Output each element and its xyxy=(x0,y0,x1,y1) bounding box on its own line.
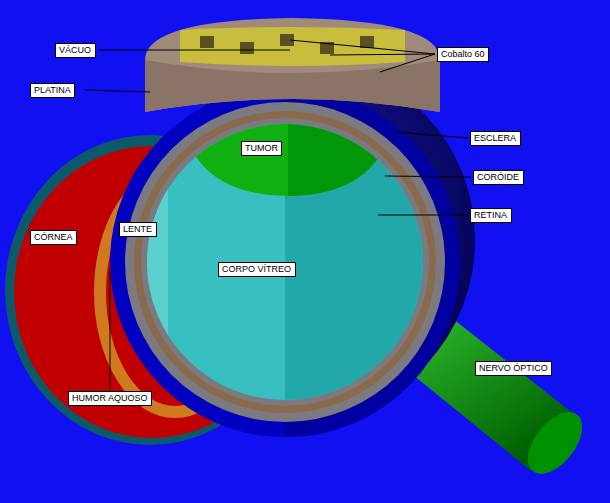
part-label: NERVO ÓPTICO xyxy=(475,361,552,376)
part-label: RETINA xyxy=(470,208,512,223)
cobalt-band xyxy=(180,27,405,66)
plaque-side xyxy=(145,60,440,112)
nerve-end xyxy=(517,402,593,483)
label-text: ESCLERA xyxy=(474,133,516,144)
part-label: HUMOR AQUOSO xyxy=(68,391,152,406)
tumor-shade xyxy=(288,110,395,196)
label-text: HUMOR AQUOSO xyxy=(72,393,148,404)
label-text: CORÓIDE xyxy=(477,172,519,183)
label-text: NERVO ÓPTICO xyxy=(479,363,548,374)
plaque xyxy=(145,18,440,112)
lens xyxy=(140,100,168,420)
vitreous-shade xyxy=(285,100,445,420)
label-text: LENTE xyxy=(123,224,152,235)
label-text: PLATINA xyxy=(34,85,71,96)
label-text: Cobalto 60 xyxy=(441,49,485,60)
part-label: CORÓIDE xyxy=(473,170,524,185)
part-label: CÓRNEA xyxy=(30,230,77,245)
label-text: VÁCUO xyxy=(59,45,91,56)
part-label: LENTE xyxy=(119,222,157,237)
part-label: VÁCUO xyxy=(55,43,96,58)
cobalt-seeds xyxy=(200,34,374,54)
label-text: CORPO VÍTREO xyxy=(222,264,291,275)
label-text: TUMOR xyxy=(245,143,278,154)
part-label: Cobalto 60 xyxy=(437,47,489,62)
part-label: PLATINA xyxy=(30,83,75,98)
tumor xyxy=(180,110,395,196)
label-text: CÓRNEA xyxy=(34,232,73,243)
sclera xyxy=(110,87,460,437)
part-label: CORPO VÍTREO xyxy=(218,262,296,277)
leader-lines xyxy=(85,40,471,389)
part-label: ESCLERA xyxy=(470,131,521,146)
part-label: TUMOR xyxy=(241,141,282,156)
label-text: RETINA xyxy=(474,210,507,221)
